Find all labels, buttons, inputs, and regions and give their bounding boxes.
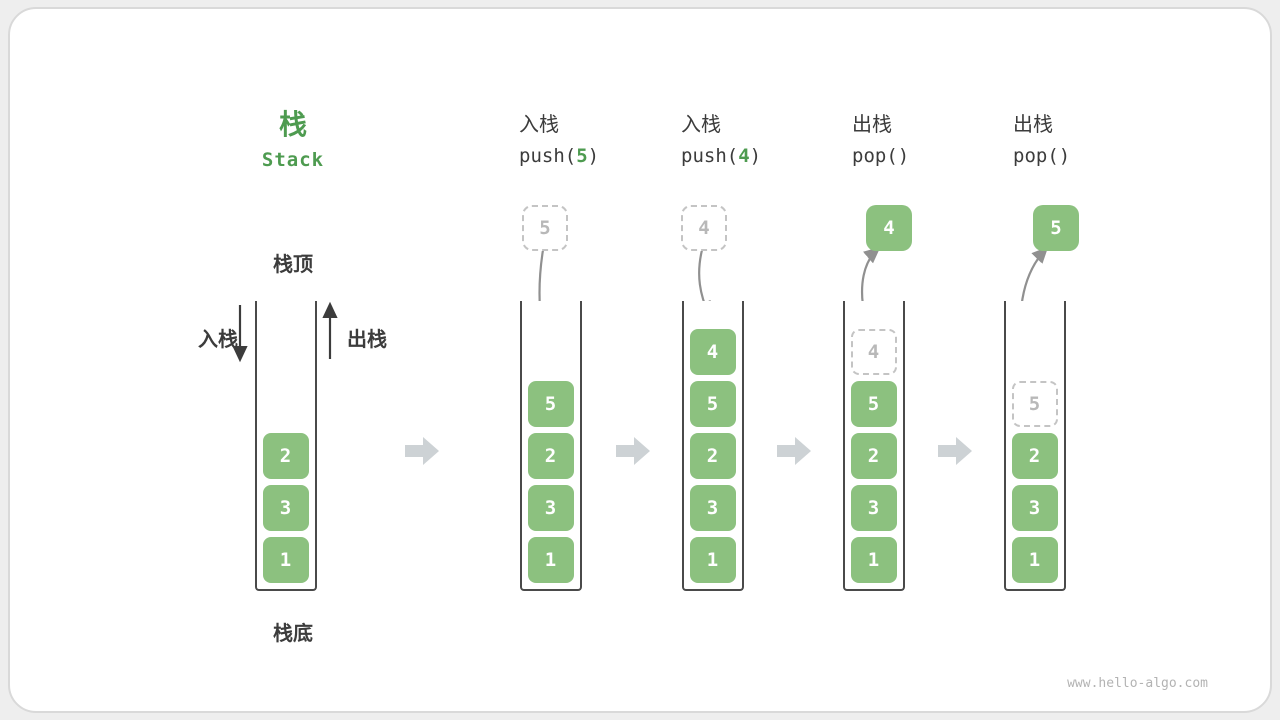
stack-cell: 2 — [1011, 433, 1058, 479]
code-suffix: ) — [587, 145, 600, 167]
op-label-push-4: 入栈 push(4) — [681, 110, 761, 167]
stack-cell: 1 — [850, 537, 897, 583]
stack-cell: 5 — [689, 381, 736, 427]
code-suffix: ) — [1058, 145, 1071, 167]
stack-container-push-4: 4 5 2 3 1 — [682, 301, 744, 591]
op-name: 入栈 — [519, 112, 559, 136]
title-en: Stack — [261, 149, 325, 171]
flow-arrow-icon — [616, 437, 650, 465]
code-suffix: ) — [749, 145, 762, 167]
op-name: 出栈 — [852, 112, 892, 136]
code-suffix: ) — [897, 145, 910, 167]
flow-arrow-icon — [938, 437, 972, 465]
op-code: pop() — [1013, 145, 1070, 167]
code-prefix: push( — [519, 145, 577, 167]
op-name: 入栈 — [681, 112, 721, 136]
watermark: www.hello-algo.com — [1067, 676, 1208, 691]
stack-cell: 3 — [1011, 485, 1058, 531]
code-argument: 4 — [738, 145, 750, 167]
stack-diagram-canvas: 栈 Stack 栈顶 栈底 入栈 出栈 入栈 push(5) 入栈 push(4… — [8, 7, 1272, 713]
stack-cell: 2 — [689, 433, 736, 479]
op-label-pop-4: 出栈 pop() — [852, 110, 909, 167]
stack-cell: 1 — [1011, 537, 1058, 583]
stack-cell: 3 — [689, 485, 736, 531]
stack-cell: 5 — [527, 381, 574, 427]
floating-value-popped: 5 — [1033, 205, 1079, 251]
floating-value-ghost: 4 — [681, 205, 727, 251]
stack-cell-ghost: 4 — [850, 329, 897, 375]
stack-cell: 1 — [689, 537, 736, 583]
op-code: push(4) — [681, 145, 761, 167]
push-side-label: 入栈 — [198, 327, 238, 351]
stack-cell: 3 — [850, 485, 897, 531]
code-prefix: push( — [681, 145, 739, 167]
arrows-overlay — [232, 246, 1049, 465]
stack-cell: 3 — [262, 485, 309, 531]
stack-cell: 3 — [527, 485, 574, 531]
stack-cell: 1 — [527, 537, 574, 583]
op-code: pop() — [852, 145, 909, 167]
stack-cell: 2 — [850, 433, 897, 479]
stack-cell-ghost: 5 — [1011, 381, 1058, 427]
op-label-pop-5: 出栈 pop() — [1013, 110, 1070, 167]
op-code: push(5) — [519, 145, 599, 167]
title-block: 栈 Stack — [235, 108, 351, 172]
stack-cell: 4 — [689, 329, 736, 375]
stack-bottom-label: 栈底 — [273, 621, 313, 645]
flow-arrow-icon — [777, 437, 811, 465]
stack-container-pop-4: 4 5 2 3 1 — [843, 301, 905, 591]
stack-cell: 2 — [527, 433, 574, 479]
stack-top-label: 栈顶 — [273, 252, 313, 276]
op-name: 出栈 — [1013, 112, 1053, 136]
op-label-push-5: 入栈 push(5) — [519, 110, 599, 167]
code-argument: 5 — [576, 145, 588, 167]
stack-container-push-5: 5 2 3 1 — [520, 301, 582, 591]
stack-cell: 5 — [850, 381, 897, 427]
stack-container-initial: 2 3 1 — [255, 301, 317, 591]
stack-cell: 2 — [262, 433, 309, 479]
code-prefix: pop( — [1013, 145, 1059, 167]
floating-value-popped: 4 — [866, 205, 912, 251]
stack-container-pop-5: 5 2 3 1 — [1004, 301, 1066, 591]
title-zh: 栈 — [278, 108, 307, 141]
pop-side-label: 出栈 — [347, 327, 387, 351]
floating-value-ghost: 5 — [522, 205, 568, 251]
code-prefix: pop( — [852, 145, 898, 167]
stack-cell: 1 — [262, 537, 309, 583]
flow-arrow-icon — [405, 437, 439, 465]
